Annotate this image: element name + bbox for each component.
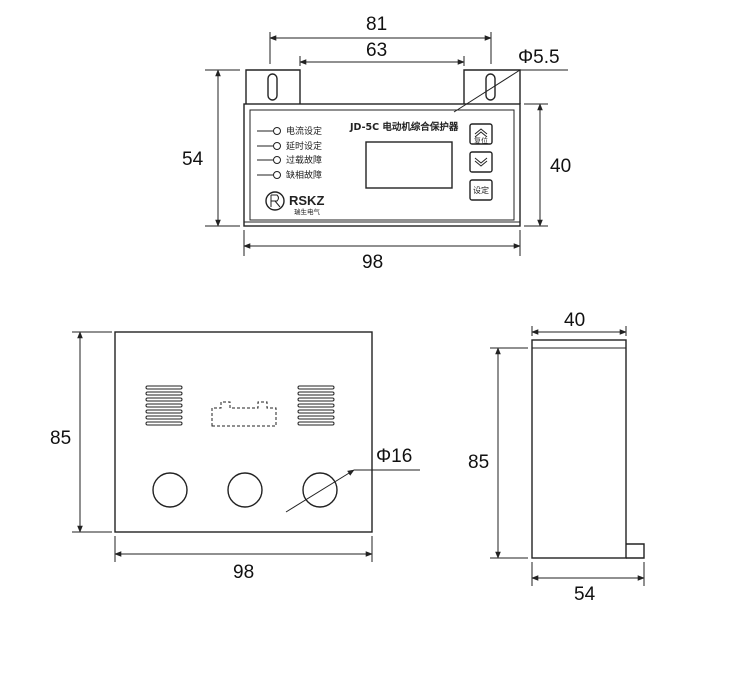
logo-icon: [265, 191, 285, 211]
dim-side-top-width: 40: [564, 310, 585, 331]
reset-button[interactable]: 复位: [469, 123, 493, 145]
set-button-label: 设定: [473, 185, 489, 195]
indicator-label: 过载故障: [286, 154, 322, 166]
indicator-led: [273, 127, 281, 135]
set-button[interactable]: 设定: [469, 179, 493, 201]
lcd-display: [365, 141, 453, 189]
left-vent: [145, 385, 183, 426]
side-view: 40 85 54: [468, 310, 645, 605]
logo-brand: RSKZ: [289, 193, 324, 208]
left-mounting-slot: [267, 73, 278, 101]
left-mounting-ear: [245, 69, 301, 104]
chevron-down-icon: [474, 157, 488, 167]
dim-front-left-height: 54: [182, 149, 204, 170]
dim-top-inner: 63: [366, 40, 387, 61]
chevron-up-icon: [474, 128, 488, 138]
right-vent: [297, 385, 335, 426]
side-body: [531, 339, 627, 559]
dim-front-bottom-width: 98: [362, 252, 383, 273]
indicator-label: 延时设定: [286, 140, 322, 152]
terminal-hole: [152, 472, 188, 508]
rail-clip-outline: [211, 401, 277, 427]
bottom-view: Φ16 85 98: [50, 331, 420, 583]
dim-top-outer: 81: [366, 14, 387, 35]
indicator-led: [273, 156, 281, 164]
bottom-body: [114, 331, 373, 533]
front-panel: [249, 109, 515, 221]
terminal-hole: [227, 472, 263, 508]
dim-front-right-height: 40: [550, 156, 571, 177]
terminal-hole: [302, 472, 338, 508]
dim-side-left-height: 85: [468, 452, 489, 473]
indicator-label: 缺相故障: [286, 169, 322, 181]
dim-bottom-width: 98: [233, 562, 254, 583]
model-title: JD-5C 电动机综合保护器: [349, 121, 459, 133]
dim-bottom-left-height: 85: [50, 428, 71, 449]
side-foot: [626, 543, 645, 559]
indicator-led: [273, 171, 281, 179]
dim-side-bottom-width: 54: [574, 584, 596, 605]
reset-button-label: 复位: [474, 136, 488, 145]
right-mounting-slot: [485, 73, 496, 101]
indicator-list: 电流设定 延时设定 过载故障 缺相故障: [257, 125, 322, 181]
dim-hole-front: Φ5.5: [518, 47, 560, 68]
dim-hole-bottom: Φ16: [376, 446, 412, 467]
right-mounting-ear: [463, 69, 521, 104]
indicator-label: 电流设定: [286, 125, 322, 137]
front-body: [243, 103, 521, 227]
indicator-led: [273, 142, 281, 150]
front-view: JD-5C 电动机综合保护器 电流设定 延时设定 过载故障 缺相故障 RSKZ …: [182, 14, 571, 273]
down-button[interactable]: [469, 151, 493, 173]
brand-logo: RSKZ 瑞生电气: [265, 191, 324, 216]
logo-subtitle: 瑞生电气: [294, 207, 321, 216]
